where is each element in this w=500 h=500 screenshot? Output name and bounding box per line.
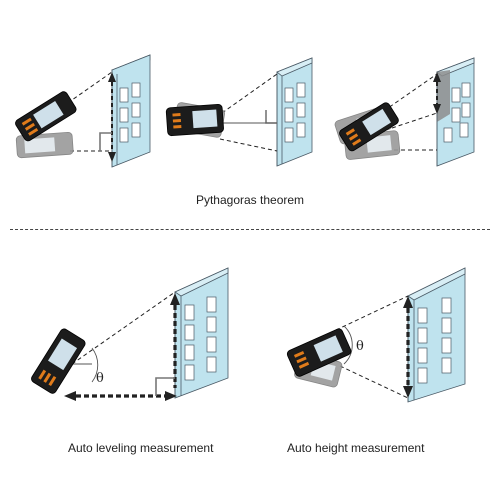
angle-theta-label: θ [96,371,104,386]
laser-device [286,328,352,377]
panel-auto-leveling: θ [31,267,229,401]
panel-pythagoras-2 [165,57,313,167]
building [276,57,313,167]
laser-device [165,103,224,137]
panel-auto-height: θ [286,267,466,403]
caption-auto-leveling: Auto leveling measurement [68,441,214,455]
building [111,54,151,168]
building [174,267,229,399]
building [407,267,466,403]
laser-device [339,102,399,152]
panel-pythagoras-3 [334,57,475,167]
angle-theta-label: θ [356,339,364,354]
laser-device [15,91,77,142]
section-divider [10,229,490,230]
caption-pythagoras-theorem: Pythagoras theorem [195,193,305,207]
building [436,57,475,167]
laser-device [31,328,86,394]
panel-pythagoras-1 [15,54,151,168]
caption-auto-height: Auto height measurement [287,441,425,455]
